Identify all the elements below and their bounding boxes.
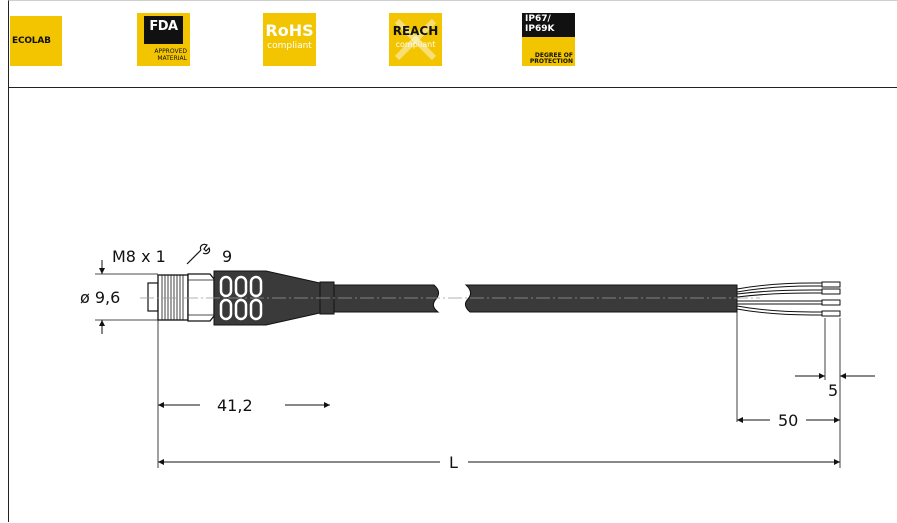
ip-desc2: PROTECTION — [529, 58, 573, 65]
fda-line1: APPROVED — [154, 48, 187, 55]
drawing-frame — [8, 0, 897, 522]
thread-dimension — [95, 260, 158, 334]
fda-logo-text: FDA — [149, 19, 178, 34]
wrench-icon — [186, 243, 211, 265]
wire-end-label: 5 — [828, 381, 838, 400]
ip-badge: IP67/ IP69K DEGREE OF PROTECTION — [522, 13, 575, 66]
fda-logo-box — [144, 16, 183, 44]
strip-length-label: 50 — [778, 411, 798, 430]
rohs-badge: RoHS compliant — [263, 13, 316, 66]
reach-cross-icon — [394, 18, 437, 61]
reach-subtitle: compliant — [395, 40, 436, 49]
ecolab-badge: ECOLAB — [10, 16, 62, 66]
ip-line1: IP67/ — [525, 14, 551, 24]
cable — [140, 284, 760, 313]
cable-length-label: L — [449, 453, 458, 472]
rohs-title: RoHS — [265, 21, 314, 40]
wrench-size-label: 9 — [222, 247, 232, 266]
reach-title: REACH — [392, 24, 439, 38]
thread-label: M8 x 1 — [112, 247, 166, 266]
ecolab-label: ECOLAB — [12, 36, 51, 46]
fda-line2: MATERIAL — [157, 55, 187, 62]
reach-badge: REACH compliant — [389, 13, 442, 66]
ip-desc1: DEGREE OF — [534, 52, 573, 59]
rohs-subtitle: compliant — [267, 41, 312, 51]
ip-line2: IP69K — [525, 24, 555, 34]
diameter-label: ø 9,6 — [80, 288, 120, 307]
stripped-wires — [736, 281, 841, 317]
ip-rating-box — [522, 13, 575, 37]
fda-badge: FDA APPROVED MATERIAL — [137, 13, 190, 66]
connector-length-label: 41,2 — [217, 396, 253, 415]
dimension-lines — [157, 312, 841, 468]
header-divider — [8, 87, 897, 88]
